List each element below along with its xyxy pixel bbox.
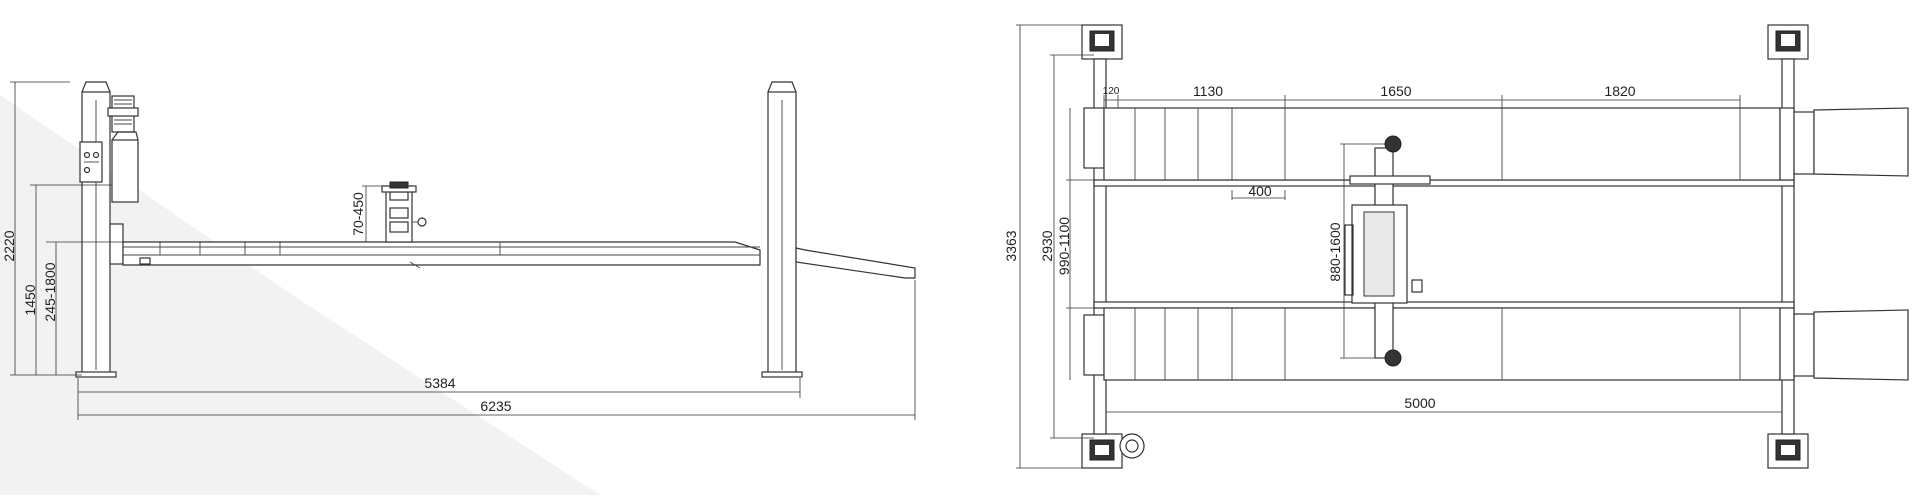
crossbeam-upper [1093,179,1795,187]
rolling-jack [381,181,427,243]
post-plate-bottom-left [1081,433,1145,469]
dim-lift-range: 245-1800 [42,262,58,321]
runway-upper [1083,107,1795,181]
dim-post-spacing: 2930 [1039,230,1055,261]
ramp-upper [1793,107,1909,177]
ramp-lower [1793,309,1909,381]
dim-height-post: 1450 [22,284,38,315]
dim-runway-length: 5384 [424,375,455,391]
approach-ramp [795,247,916,279]
dim-jack-range: 70-450 [350,192,366,236]
dim-seg-4: 1820 [1604,83,1635,99]
crossbeam-lower [1093,301,1795,309]
post-plate-top-right [1767,24,1809,60]
post-plate-top-left [1081,24,1123,60]
left-crossbeam [109,223,124,265]
dim-seg-3: 1650 [1380,83,1411,99]
background-wedge [0,95,600,495]
dim-overall-width: 3363 [1003,230,1019,261]
left-post [75,81,117,378]
control-box [79,141,103,183]
motor-unit [107,95,139,203]
dim-runway-spacing: 990-1100 [1056,217,1072,275]
side-vertical-dims [10,81,386,376]
dim-jack-width: 400 [1248,183,1272,199]
dim-overall-length: 6235 [480,398,511,414]
side-horizontal-dims [77,280,916,420]
side-view: 2220 1450 245-1800 70-450 5384 6235 [1,81,916,420]
dim-post-distance: 5000 [1404,395,1435,411]
dim-height-total: 2220 [1,230,17,261]
dim-seg-1: 120 [1103,86,1120,97]
post-plate-bottom-right [1767,433,1809,469]
runway-lower [1083,307,1795,381]
top-dims [1016,24,1783,469]
dim-seg-2: 1130 [1193,83,1223,99]
right-post [761,81,803,378]
runway [122,241,761,269]
dim-jack-span: 880-1600 [1327,222,1343,281]
top-view: 3363 2930 990-1100 880-1600 120 1130 165… [1003,24,1909,469]
